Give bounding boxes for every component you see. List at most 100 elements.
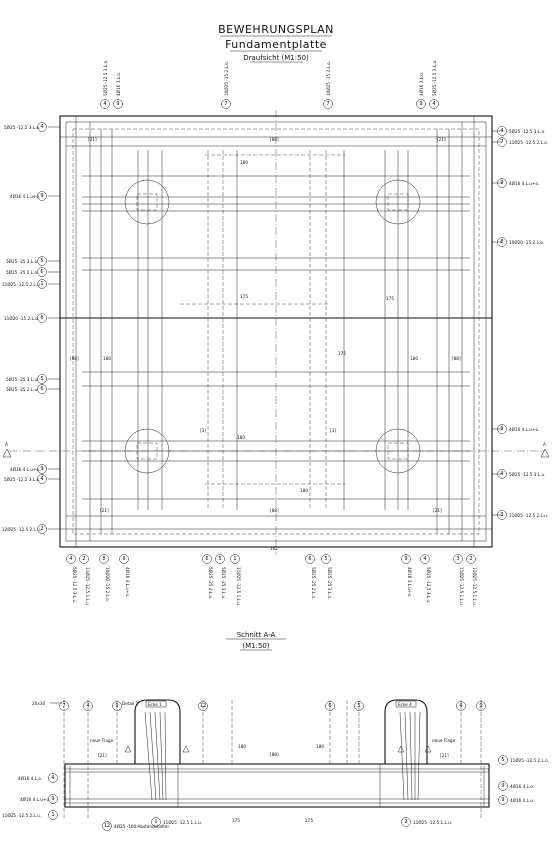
ref-mark: [88] [452, 356, 461, 361]
svg-text:11Ø25 -12.5 2.L.u.: 11Ø25 -12.5 2.L.u. [2, 282, 41, 287]
drawing-subtitle: Fundamentplatte [225, 38, 327, 51]
svg-text:4: 4 [432, 101, 435, 107]
column-circle [124, 428, 170, 474]
svg-text:9: 9 [115, 703, 118, 709]
slab-section [64, 763, 490, 808]
rebar-callout: 4Ø16 4.L.u+o.9 [10, 464, 47, 474]
svg-text:9: 9 [500, 426, 503, 432]
rebar-callout: 5 [354, 701, 364, 711]
section-dimension: 180 [238, 744, 246, 749]
column-circle [375, 179, 421, 225]
svg-text:10Ø20 -15 2.L.o.: 10Ø20 -15 2.L.o. [105, 567, 110, 602]
svg-text:4: 4 [40, 124, 43, 130]
rebar-callout: 4Ø16 4.L.u+o.9 [10, 191, 47, 201]
svg-text:11Ø25 -12.5 1.L.u.: 11Ø25 -12.5 1.L.u. [236, 567, 241, 606]
svg-text:5: 5 [324, 556, 327, 562]
ref-mark: [3] [330, 428, 336, 433]
svg-text:4Ø16 3.L.u+o.: 4Ø16 3.L.u+o. [407, 567, 412, 597]
svg-text:9: 9 [479, 703, 482, 709]
svg-text:4: 4 [423, 556, 426, 562]
rebar-callout: 5Ø25 -25 3.L.o.5 [6, 256, 47, 266]
svg-text:5Ø25 -25 3.L.o.: 5Ø25 -25 3.L.o. [327, 567, 332, 599]
svg-text:5Ø25 -25 2.L.u.: 5Ø25 -25 2.L.u. [6, 387, 38, 392]
svg-text:5Ø25 -25 2.L.u.: 5Ø25 -25 2.L.u. [208, 567, 213, 599]
dimension-label: 175 [338, 351, 346, 356]
svg-text:5: 5 [357, 703, 360, 709]
dimension-label: 175 [240, 294, 248, 299]
rebar-callout: 1 11Ø25 -12.5 1.L.u. [151, 817, 202, 827]
svg-text:9: 9 [40, 466, 43, 472]
svg-text:11Ø25 -12.5 2.L.u.: 11Ø25 -12.5 2.L.u. [509, 513, 548, 518]
ref-mark: [21] [100, 508, 109, 513]
svg-text:8: 8 [40, 315, 43, 321]
section-dimension: 175 [232, 818, 240, 823]
svg-text:1: 1 [154, 819, 157, 825]
svg-text:2: 2 [40, 526, 43, 532]
section-marker-right [540, 448, 550, 458]
rebar-callout: 11Ø25 -12.5 2.L.u.1 [2, 810, 58, 820]
svg-text:10Ø25 -15 2.L.o.: 10Ø25 -15 2.L.o. [224, 61, 229, 96]
ref-mark: [88] [270, 137, 279, 142]
section-left-labels: 4Ø16 4.L.o.4 4Ø16 4.L.u+o.9 11Ø25 -12.5 … [2, 773, 58, 820]
svg-text:7: 7 [326, 101, 329, 107]
svg-text:4Ø16 3.L.u+o.: 4Ø16 3.L.u+o. [125, 567, 130, 597]
svg-text:5Ø25 -12.5 3.L.u.: 5Ø25 -12.5 3.L.u. [426, 567, 431, 603]
svg-text:4: 4 [500, 128, 503, 134]
ref-mark: [88] [270, 508, 279, 513]
column-circle [375, 428, 421, 474]
svg-text:5Ø25 -25 3.L.o.: 5Ø25 -25 3.L.o. [6, 259, 38, 264]
svg-text:9: 9 [116, 101, 119, 107]
column-circle [124, 179, 170, 225]
section-title: Schnitt A-A [237, 631, 276, 639]
section-marker-right-label: A [543, 442, 546, 447]
svg-text:5: 5 [40, 376, 43, 382]
svg-text:5: 5 [40, 258, 43, 264]
svg-text:9: 9 [501, 783, 504, 789]
ref-mark: [21] [88, 137, 97, 142]
svg-text:4: 4 [69, 556, 72, 562]
rebar-callout: 9 [112, 701, 122, 711]
svg-text:6: 6 [308, 556, 311, 562]
svg-text:2: 2 [469, 556, 472, 562]
rebar-callout: 11Ø25 -12.5 2.L.u.1 [2, 279, 47, 289]
section-dimension: 175 [305, 818, 313, 823]
svg-text:6: 6 [205, 556, 208, 562]
section-dimension: 180 [316, 744, 324, 749]
svg-text:5Ø25 -25 3.L.u.: 5Ø25 -25 3.L.u. [221, 567, 226, 599]
dimension-label: 180 [103, 356, 111, 361]
svg-text:1: 1 [51, 812, 54, 818]
dimension-label: 180 [237, 435, 245, 440]
vertical-rebars [75, 110, 475, 555]
svg-text:4Ø16 4.L.o.: 4Ø16 4.L.o. [18, 776, 42, 781]
rebar-callout: 9 [476, 701, 486, 711]
new-layer-label: neue Flage [90, 738, 114, 743]
svg-text:7: 7 [62, 703, 65, 709]
ref-mark: [21] [437, 137, 446, 142]
rebar-callout: 4 [456, 701, 466, 711]
svg-text:11Ø25 -12.5 1.L.u.: 11Ø25 -12.5 1.L.u. [163, 820, 202, 825]
svg-text:4Ø25 -100 Abstandshalter: 4Ø25 -100 Abstandshalter [114, 824, 169, 829]
svg-text:4Ø16 3.L.o.: 4Ø16 3.L.o. [419, 72, 424, 96]
rebar-callout: 5Ø25 -25 3.L.u.5 [6, 374, 47, 384]
svg-text:1: 1 [40, 281, 43, 287]
column-left [134, 699, 181, 764]
svg-text:11Ø25 -12.5 1.L.u.: 11Ø25 -12.5 1.L.u. [472, 567, 477, 606]
svg-text:4: 4 [459, 703, 462, 709]
rebar-callout: 5Ø25 -25 2.L.o.6 [6, 267, 47, 277]
svg-text:11Ø25 -12.5 1.L.u.: 11Ø25 -12.5 1.L.u. [85, 567, 90, 606]
svg-text:4: 4 [51, 775, 54, 781]
